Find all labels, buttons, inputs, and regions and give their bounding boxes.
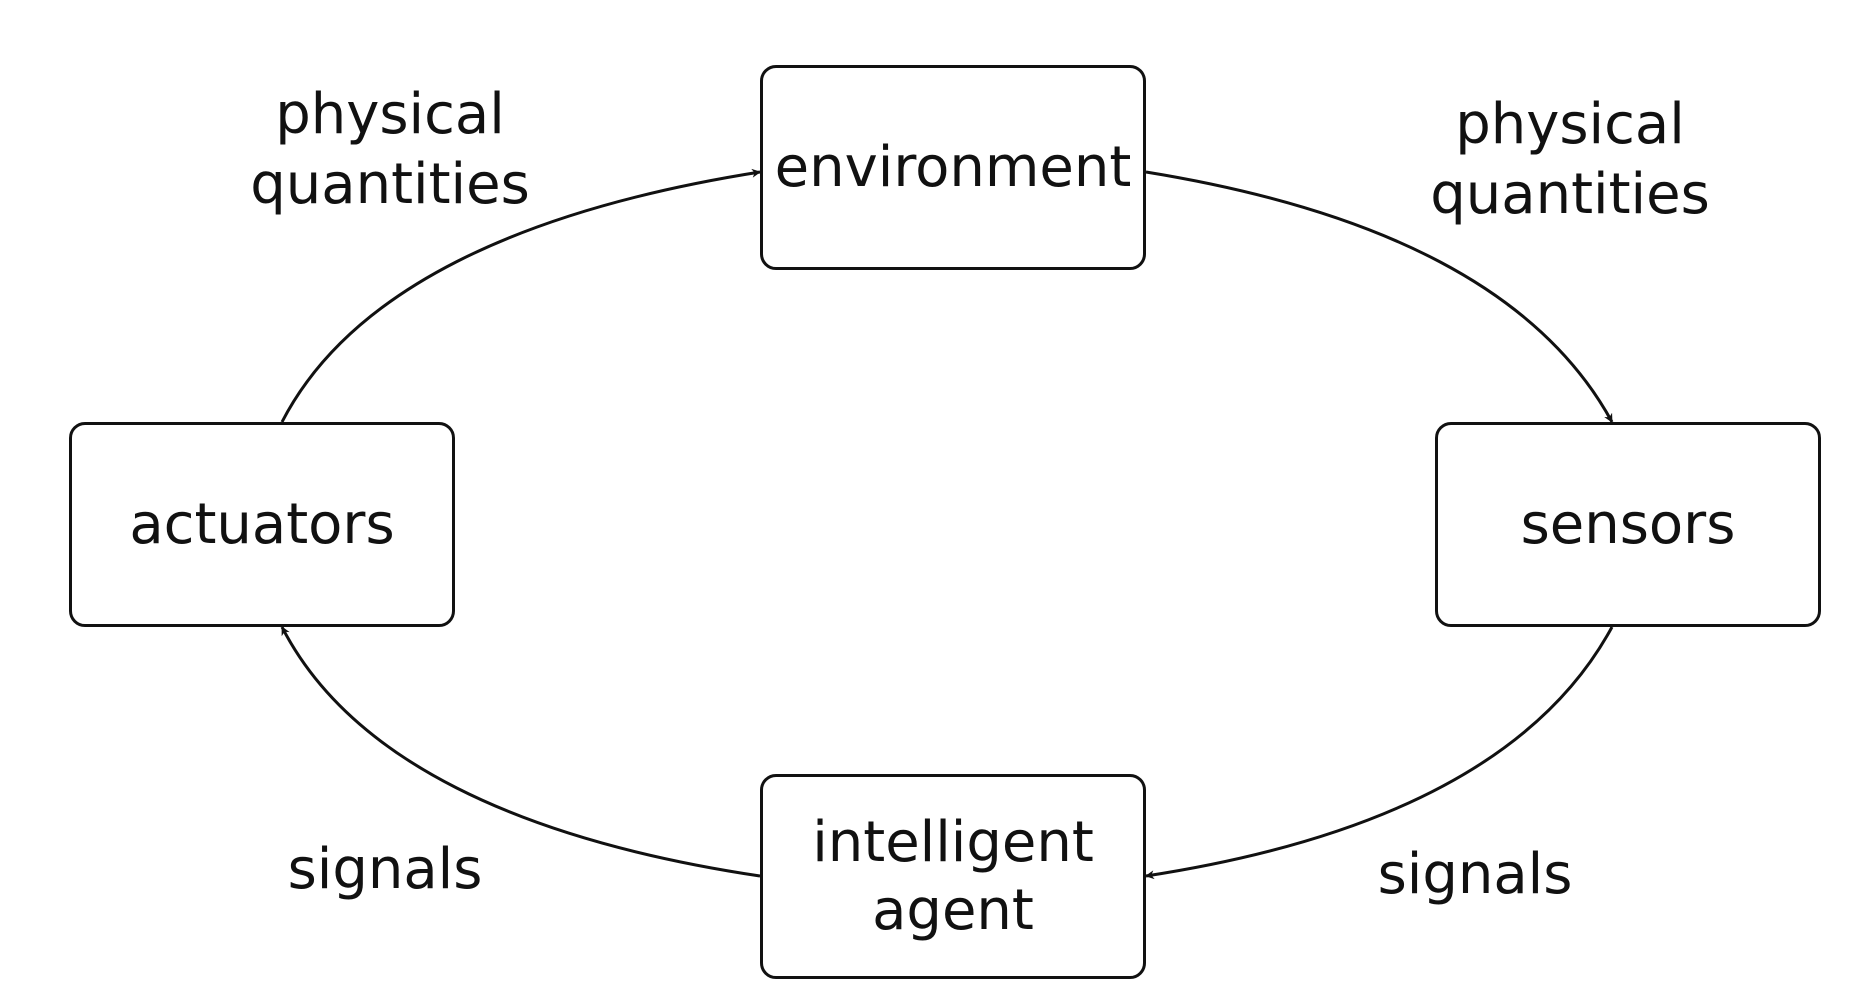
- edge-agent-to-actuators: [280, 626, 761, 878]
- edge-environment-to-sensors: [1145, 170, 1614, 423]
- node-intelligent-agent: intelligent agent: [760, 774, 1146, 979]
- node-sensors-label: sensors: [1520, 491, 1736, 557]
- edge-actuators-to-environment: [280, 168, 761, 423]
- node-actuators-label: actuators: [129, 491, 395, 557]
- node-sensors: sensors: [1435, 422, 1821, 627]
- edge-label-agent-to-actuators: signals: [287, 837, 483, 902]
- node-environment: environment: [760, 65, 1146, 270]
- node-intelligent-agent-label: intelligent agent: [812, 810, 1094, 943]
- edge-label-environment-to-sensors: physical quantities: [1430, 92, 1710, 227]
- edge-sensors-to-agent: [1145, 626, 1614, 880]
- node-actuators: actuators: [69, 422, 455, 627]
- node-environment-label: environment: [774, 134, 1132, 200]
- edge-label-sensors-to-agent: signals: [1377, 842, 1573, 907]
- edge-label-actuators-to-environment: physical quantities: [250, 82, 530, 217]
